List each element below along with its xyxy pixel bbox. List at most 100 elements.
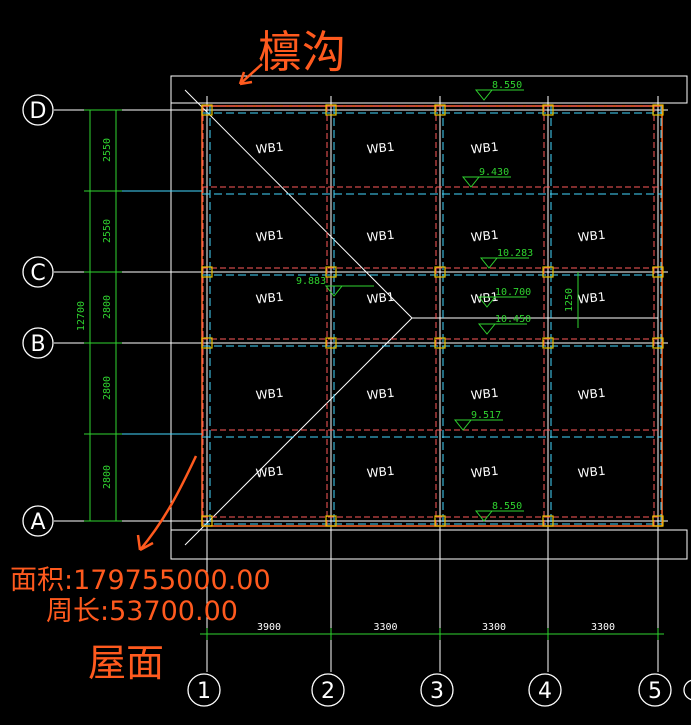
axis-bubble-col [187,673,221,707]
axis-bubble-partial [683,679,691,701]
column-square [201,515,213,527]
elevation-label: 8.550 [492,501,522,512]
slab-label: WB1 [255,228,284,245]
column-square [542,337,554,349]
axis-label-row: A [30,510,45,535]
elevation-triangle-icon [474,510,494,522]
elevation-label: 9.430 [479,167,509,178]
elevation-triangle-icon [461,176,481,188]
annotation-purlin: 檩沟 [258,27,346,78]
top-outline-band [170,75,688,104]
beam-layer [116,105,663,527]
column-square [542,266,554,278]
elevation-triangle-icon [479,257,499,269]
dim-vertical-label: 2800 [102,465,113,489]
slab-label: WB1 [577,290,606,307]
column-square [652,337,664,349]
column-square [542,104,554,116]
dim-vertical-label: 2800 [102,295,113,319]
axis-bubble-row [22,327,54,359]
dim-vertical-label: 2800 [102,376,113,400]
axis-bubble-col [638,673,672,707]
elevation-label: 9.883 [296,276,326,287]
axis-label-row: C [30,261,45,286]
dim-horizontal-label: 3300 [482,622,506,633]
annotation-purlin-arrow-icon [238,63,263,86]
annotation-roof: 屋面 [88,641,164,685]
elevation-triangle-icon [474,89,494,101]
axis-label-row: D [30,99,47,124]
slab-label: WB1 [255,464,284,481]
axis-grid-lines [54,96,668,672]
slab-label: WB1 [366,386,395,403]
slab-label: WB1 [577,228,606,245]
column-square [201,266,213,278]
annotation-area-arrow-icon [136,455,198,552]
slab-label: WB1 [470,228,499,245]
column-square [652,266,664,278]
slab-label: WB1 [470,464,499,481]
slab-label: WB1 [366,464,395,481]
column-layer [201,104,664,527]
slab-label: WB1 [366,228,395,245]
slab-label: WB1 [577,464,606,481]
column-square [201,337,213,349]
axis-label-col: 1 [197,679,211,704]
elevation-label: 10.450 [495,314,531,325]
column-square [434,266,446,278]
dim-horizontal-label: 3900 [257,622,281,633]
column-square [542,515,554,527]
axis-label-col: 3 [430,679,444,704]
column-square [201,104,213,116]
beam-outline [201,105,663,527]
elevation-label: 9.517 [471,410,501,421]
column-square [325,104,337,116]
slab-label: WB1 [255,386,284,403]
column-square [434,104,446,116]
elevation-label: 10.700 [495,287,531,298]
annotation-area: 面积:179755000.00 [10,565,271,596]
axis-bubble-row [22,94,54,126]
annotation-perimeter: 周长:53700.00 [46,596,238,627]
dim-horizontal-label: 3300 [591,622,615,633]
column-square [325,266,337,278]
elevation-triangle-icon [477,323,497,335]
elevation-label: 10.283 [497,248,533,259]
column-square [325,337,337,349]
handwritten-annotations: 檩沟 面积:179755000.00 周长:53700.00 屋面 [10,27,346,685]
axis-bubble-col [311,673,345,707]
slab-label: WB1 [577,386,606,403]
slab-label: WB1 [470,290,499,307]
hip-line-lower [184,317,413,546]
axis-bubble-row [22,505,54,537]
column-square [325,515,337,527]
bottom-outline-band [170,529,688,560]
axis-label-col: 2 [321,679,335,704]
slab-label: WB1 [470,386,499,403]
column-square [434,337,446,349]
axis-bubble-col [420,673,454,707]
column-square [652,104,664,116]
column-square [652,515,664,527]
axis-bubble-row [22,256,54,288]
hip-line-upper [184,89,413,319]
dim-horizontal-label: 3300 [373,622,397,633]
dim-vertical-label: 2550 [102,219,113,243]
dim-vertical-label: 2550 [102,138,113,162]
axis-label-row: B [30,332,45,357]
elevation-marks: 8.550 9.430 10.283 10.700 10.450 9.883 9.517 8.… [296,80,533,522]
slab-label: WB1 [255,290,284,307]
slab-label: WB1 [470,140,499,157]
column-square [434,515,446,527]
dim-small-label: 1250 [564,288,575,312]
slab-label: WB1 [366,290,395,307]
outline-frame [170,75,688,560]
slab-label: WB1 [366,140,395,157]
dimension-layer: 2550 2550 2800 2800 2800 12700 3900 3300 3300 330… [76,109,664,640]
axis-label-col: 5 [648,679,662,704]
dim-total-label: 12700 [76,301,87,331]
elevation-label: 8.550 [492,80,522,91]
